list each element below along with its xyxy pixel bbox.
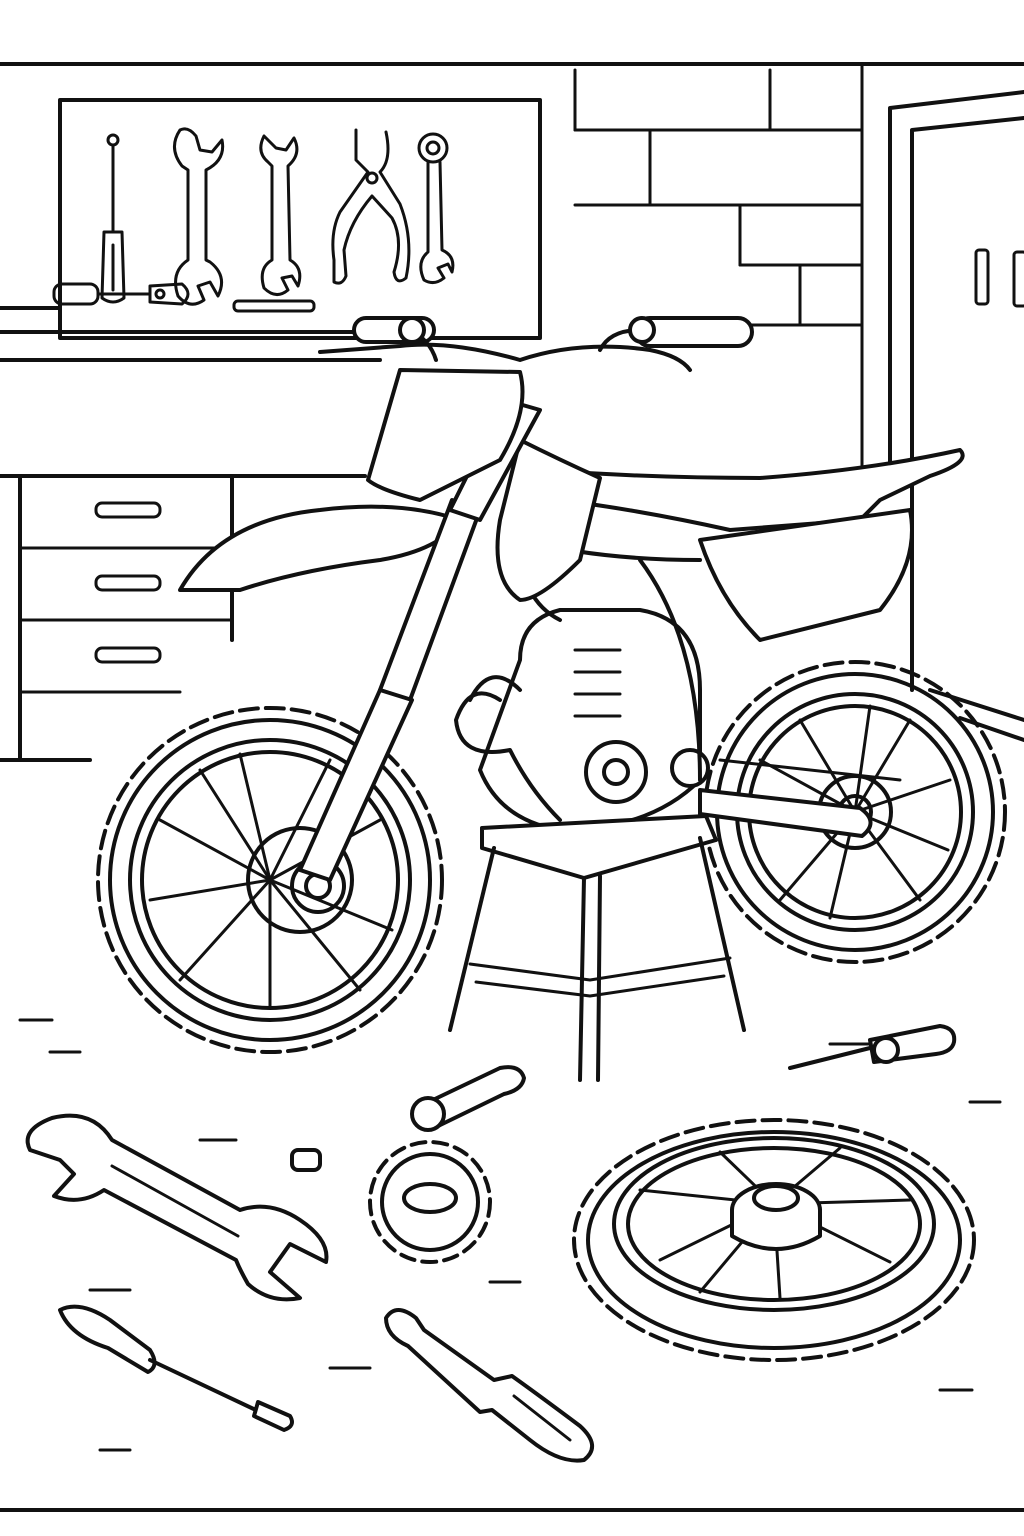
bench-tool-icon (232, 299, 316, 313)
loose-wheel-icon (572, 1118, 976, 1362)
wrench-icon (25, 1113, 329, 1302)
stool-icon (448, 814, 746, 1082)
garage-door (888, 90, 1024, 722)
gear-icon (368, 1140, 492, 1264)
tool-board-icon (58, 98, 542, 340)
wrench-icon (417, 132, 455, 285)
pliers-icon (331, 128, 411, 285)
fuel-tank (495, 438, 602, 602)
floor-marks (18, 1018, 1002, 1452)
screwdriver-icon (52, 282, 190, 306)
bolt-icon (410, 1065, 526, 1132)
swingarm (698, 788, 873, 838)
seat (538, 448, 965, 532)
front-fender (178, 504, 462, 592)
screwdriver-icon (100, 133, 126, 304)
side-panel (698, 508, 914, 642)
drawer-handle (94, 501, 162, 519)
screwdriver-icon (788, 1024, 957, 1070)
wrench-icon (173, 127, 225, 306)
engine (478, 608, 710, 832)
handlebar (318, 316, 754, 372)
drawer-handle (94, 574, 162, 592)
screwdriver-icon (58, 1304, 294, 1432)
nut-icon (290, 1148, 322, 1172)
screwdriver-icon (384, 1308, 594, 1463)
number-plate (366, 368, 525, 502)
workbench (0, 282, 382, 762)
drawer-handle (94, 646, 162, 664)
brick-wall (573, 62, 864, 472)
front-wheel (96, 706, 444, 1054)
page-frame (0, 62, 1024, 1512)
dirt-bike-icon (96, 316, 1007, 1054)
wrench-icon (259, 134, 302, 296)
